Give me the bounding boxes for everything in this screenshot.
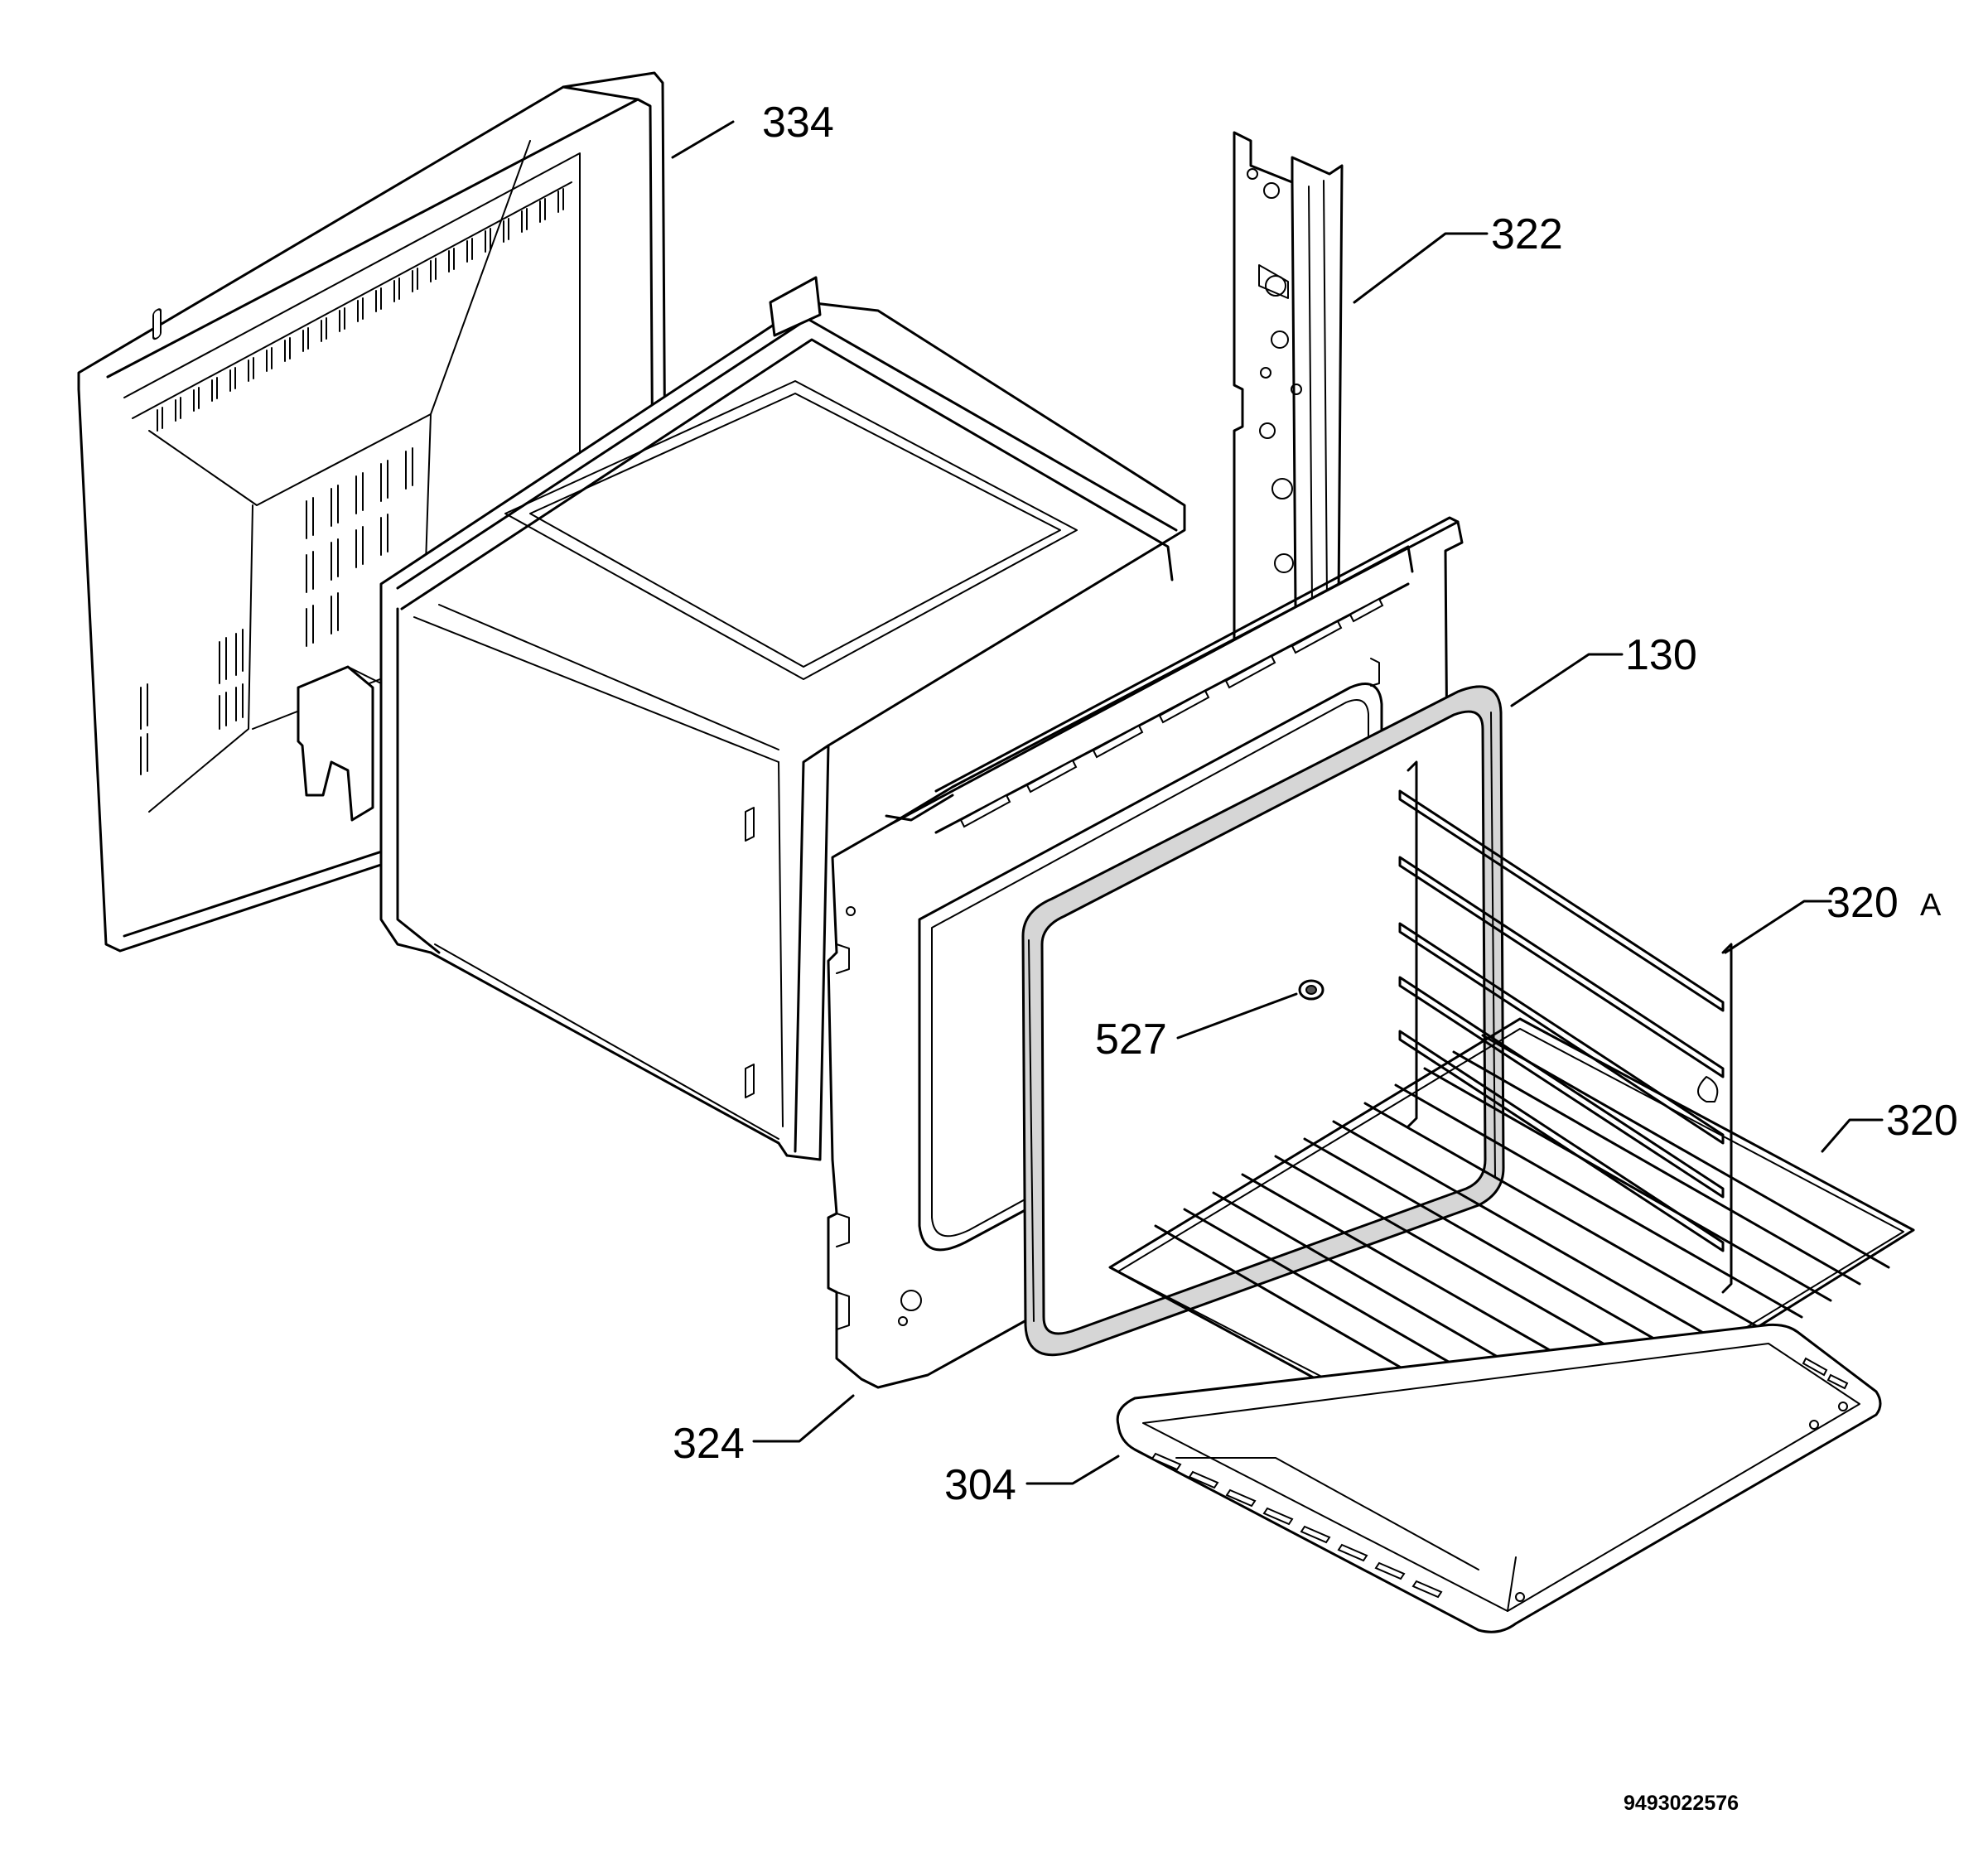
label-304: 304 [944, 1461, 1016, 1509]
label-334: 334 [762, 99, 834, 147]
label-320: 320 [1886, 1097, 1958, 1145]
side-rail [1233, 131, 1344, 722]
label-130: 130 [1625, 631, 1697, 679]
label-324: 324 [673, 1420, 745, 1468]
baking-tray [1116, 1323, 1882, 1633]
label-527: 527 [1095, 1016, 1167, 1064]
label-320a-suffix: A [1920, 888, 1942, 923]
document-number: 9493022576 [1624, 1792, 1739, 1815]
hinge-nut [1298, 979, 1325, 1001]
shelf-support [1398, 760, 1733, 1294]
label-320a: 320 [1826, 879, 1899, 927]
label-322: 322 [1491, 210, 1563, 258]
leader-lines [671, 120, 1884, 1485]
back-panel-vents [152, 308, 162, 340]
oven-cavity [379, 276, 1186, 1161]
